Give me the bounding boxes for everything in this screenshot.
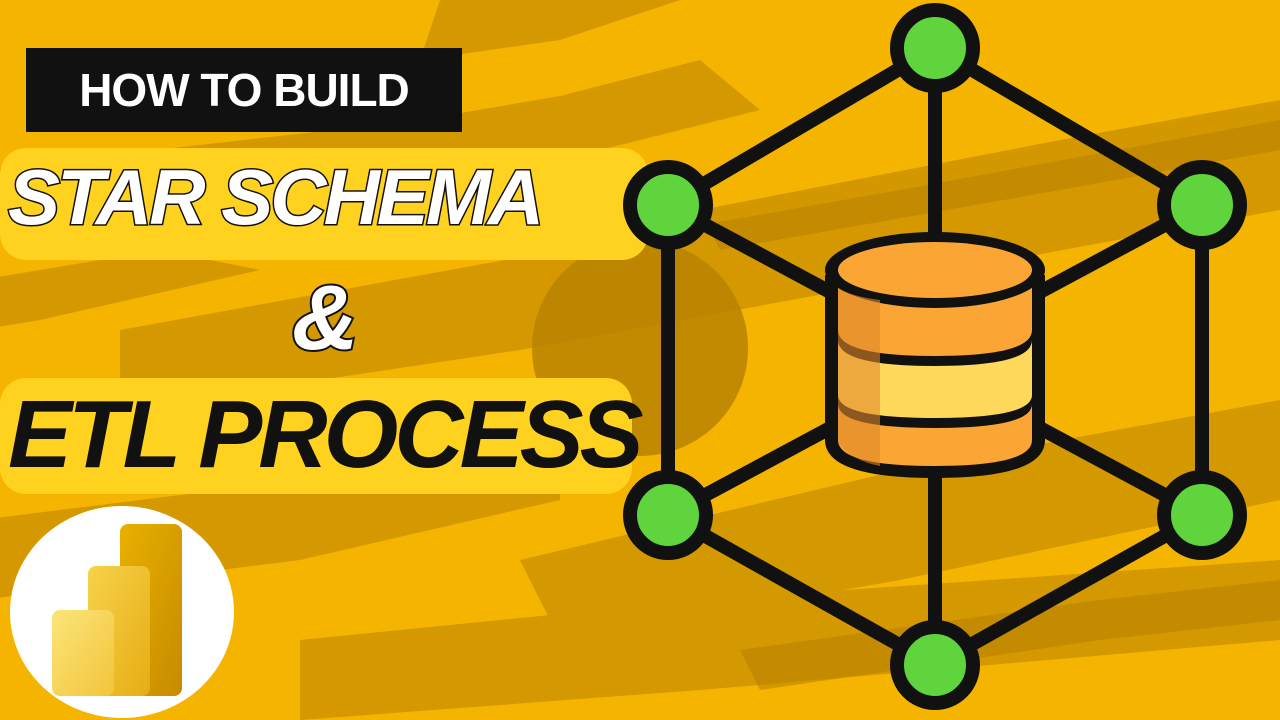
network-node-top xyxy=(890,3,980,93)
how-to-build-label: HOW TO BUILD xyxy=(26,48,462,132)
database-icon xyxy=(825,232,1045,478)
title-star-schema: STAR SCHEMA xyxy=(6,152,545,243)
network-node-lower-left xyxy=(623,470,713,560)
title-ampersand: & xyxy=(290,265,361,371)
title-etl-process: ETL PROCESS xyxy=(8,381,644,488)
power-bi-logo-icon xyxy=(10,506,234,718)
network-node-upper-right xyxy=(1157,160,1247,250)
highlight-band-bottom xyxy=(0,378,632,494)
network-node-upper-left xyxy=(623,160,713,250)
highlight-band-top xyxy=(0,148,648,260)
database-network-icon xyxy=(623,3,1247,710)
network-node-bottom xyxy=(890,620,980,710)
network-node-lower-right xyxy=(1157,470,1247,560)
